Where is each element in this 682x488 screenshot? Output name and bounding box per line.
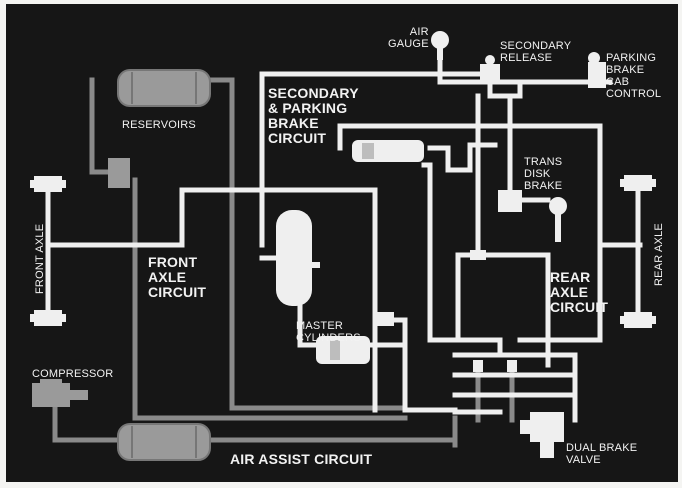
secondary-tank [276, 210, 320, 306]
brake-lines [45, 55, 643, 423]
components [30, 31, 656, 461]
master-cylinder-unit [316, 312, 394, 364]
air-assist-circuit-label: AIR ASSIST CIRCUIT [230, 451, 373, 467]
reservoir-valve [108, 158, 130, 188]
secondary-release-valve [480, 55, 500, 82]
trans-disk-brake-unit [498, 190, 567, 242]
brake-chamber [352, 140, 424, 162]
reservoirs-label: RESERVOIRS [122, 119, 196, 131]
dual-brake-valve-unit [520, 412, 564, 458]
compressor [32, 379, 88, 407]
secondary-release-label: SECONDARY RELEASE [500, 40, 572, 64]
front-axle-circuit-label: FRONT AXLE CIRCUIT [148, 254, 207, 300]
air-gauge [431, 31, 449, 60]
parking-brake-control [588, 52, 606, 88]
secondary-parking-brake-circuit-label: SECONDARY & PARKING BRAKE CIRCUIT [268, 85, 359, 146]
compressor-label: COMPRESSOR [32, 368, 114, 380]
master-cylinders-label: MASTER CYLINDERS [296, 320, 361, 344]
rear-axle-label: REAR AXLE [653, 223, 665, 286]
indicator-lamps [473, 360, 517, 372]
reservoir-top [117, 69, 211, 107]
junction-block [470, 250, 486, 260]
parking-brake-cab-control-label: PARKING BRAKE CAB CONTROL [606, 52, 662, 100]
rear-axle-hubs [620, 175, 656, 328]
front-axle-label: FRONT AXLE [34, 223, 46, 294]
trans-disk-brake-label: TRANS DISK BRAKE [524, 156, 563, 192]
reservoir-bottom [117, 423, 211, 461]
front-axle-hubs [30, 176, 66, 326]
dual-brake-valve-label: DUAL BRAKE VALVE [566, 442, 638, 466]
air-gauge-label: AIR GAUGE [388, 26, 429, 50]
rear-axle-circuit-label: REAR AXLE CIRCUIT [550, 269, 609, 315]
